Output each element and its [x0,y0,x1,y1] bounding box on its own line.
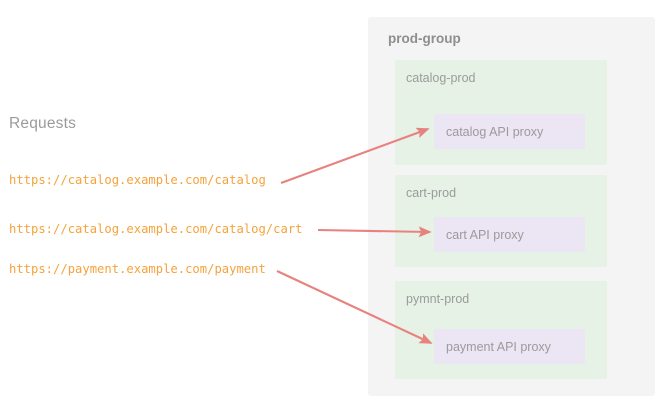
proxy-catalog-api-proxy[interactable]: catalog API proxy [434,114,585,149]
requests-panel: Requests https://catalog.example.com/cat… [9,115,303,276]
prod-group-container: prod-group catalog-prod catalog API prox… [368,17,655,396]
proxy-payment-api-proxy[interactable]: payment API proxy [434,329,585,364]
namespace-title: cart-prod [406,186,457,200]
proxy-cart-api-proxy[interactable]: cart API proxy [434,217,585,252]
namespace-title: catalog-prod [406,71,476,85]
namespace-title: pymnt-prod [406,292,470,306]
request-url-catalog-cart: https://catalog.example.com/catalog/cart [9,222,303,236]
request-url-catalog: https://catalog.example.com/catalog [9,173,266,187]
requests-heading: Requests [9,115,77,132]
namespace-catalog-prod: catalog-prod catalog API proxy [395,60,607,165]
prod-group-title: prod-group [388,31,461,46]
proxy-label: catalog API proxy [446,124,544,139]
namespace-cart-prod: cart-prod cart API proxy [395,175,607,267]
namespace-pymnt-prod: pymnt-prod payment API proxy [395,281,607,379]
request-url-payment: https://payment.example.com/payment [9,262,266,276]
proxy-label: cart API proxy [446,227,524,242]
proxy-label: payment API proxy [446,339,551,354]
